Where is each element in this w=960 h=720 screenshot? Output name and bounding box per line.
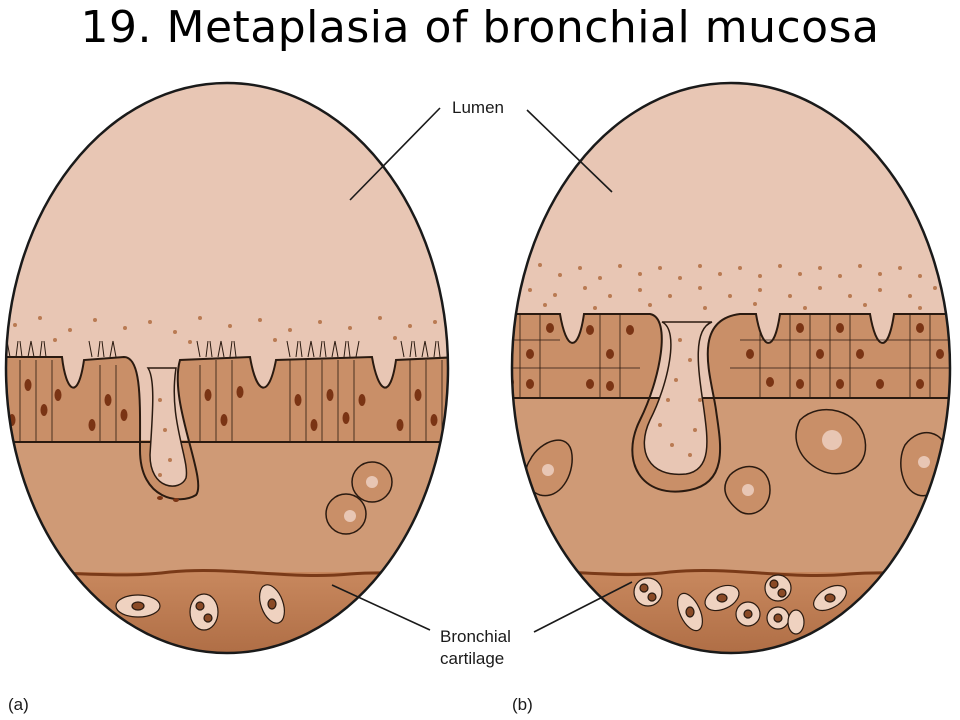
panel-a-cilia (6, 340, 441, 358)
lumen-leader-a (349, 107, 441, 201)
panel-a-cell-borders (19, 360, 443, 442)
cartilage-label-line2: cartilage (440, 649, 504, 668)
panel-b-nuclei (512, 323, 944, 391)
panel-a-submucosal-gland (325, 461, 393, 535)
slide-title: 19. Metaplasia of bronchial mucosa (80, 2, 880, 53)
cartilage-leader-a (331, 584, 431, 631)
leader-lines (331, 107, 633, 633)
panel-a-normal-mucosa (4, 81, 450, 655)
panel-b-gland-mucus (658, 338, 702, 457)
panel-b-cell-borders (512, 314, 950, 398)
panel-a-epithelium (6, 355, 448, 501)
panel-b-gland-lumen (643, 321, 713, 476)
panel-b-label: (b) (512, 695, 533, 714)
panel-a-chondrocytes (115, 584, 285, 631)
panel-a-label: (a) (8, 695, 29, 714)
lumen-leader-b (526, 109, 613, 193)
panel-a-gland-lumen (146, 367, 188, 487)
lumen-label: Lumen (452, 98, 504, 117)
cartilage-label-line1: Bronchial (440, 627, 511, 646)
panel-b-mucus-dots (518, 263, 937, 310)
panel-b-metaplastic-mucosa (510, 81, 952, 655)
panel-a-cartilage-zone (6, 572, 448, 653)
panel-b-outline (510, 81, 952, 655)
panel-a-mucus-dots (13, 316, 437, 477)
panel-b-chondrocytes (633, 574, 847, 635)
panel-a-nuclei (8, 379, 438, 502)
panel-a-outline (4, 81, 450, 655)
cartilage-leader-b (533, 581, 633, 633)
